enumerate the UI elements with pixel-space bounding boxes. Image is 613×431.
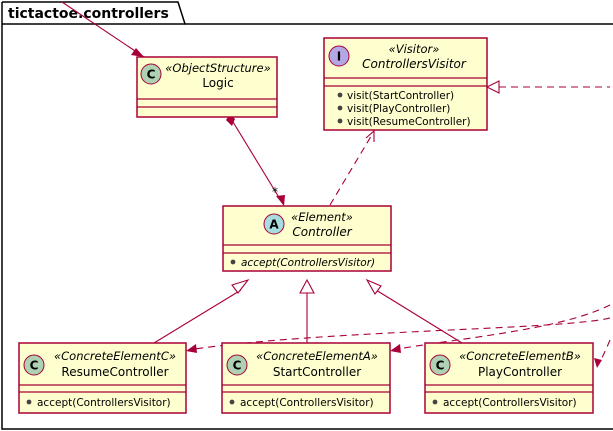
abstract-class-controller: A «Element» Controller accept(Controller… [222,205,392,272]
class-resume-controller: C «ConcreteElementC» ResumeController ac… [18,342,187,414]
class-stereotype: «Element» [291,210,353,224]
badge-letter: C [30,359,39,373]
class-badge-icon [23,354,45,376]
method: accept(ControllersVisitor) [241,257,375,269]
class-stereotype: «ObjectStructure» [165,61,270,75]
generalization-triangle-icon [365,278,382,295]
dependency-line [391,304,611,351]
class-stereotype: «ConcreteElementC» [54,349,176,363]
arrowhead-icon [131,48,144,57]
external-association-line [61,1,145,58]
method: visit(ResumeController) [347,116,471,128]
package-name: tictactoe.controllers [8,6,169,22]
arrowhead-icon [390,344,401,353]
class-stereotype: «ConcreteElementA» [256,349,378,363]
generalization-line [153,289,242,344]
open-arrowhead-icon [365,129,375,142]
multiplicity-label: * [272,185,278,199]
class-badge-icon [226,354,248,376]
class-logic: C «ObjectStructure» Logic [136,56,278,118]
generalization-triangle-icon [299,278,315,294]
method: accept(ControllersVisitor) [240,397,374,409]
arrowhead-icon [186,344,197,353]
method: visit(StartController) [347,90,454,102]
class-name: ControllersVisitor [362,57,467,71]
class-stereotype: «Visitor» [389,42,440,56]
badge-letter: C [147,68,156,82]
class-badge-icon [140,63,162,85]
abstract-badge-icon [263,213,285,235]
interface-controllers-visitor: I «Visitor» ControllersVisitor visit(Sta… [323,37,488,131]
class-play-controller: C «ConcreteElementB» PlayController acce… [424,342,594,414]
class-name: ResumeController [61,365,168,379]
badge-letter: I [337,50,341,64]
dependency-line [329,132,374,206]
badge-letter: C [233,359,242,373]
class-stereotype: «ConcreteElementB» [459,349,581,363]
method: accept(ControllersVisitor) [443,397,577,409]
class-name: PlayController [478,365,562,379]
badge-letter: C [436,359,445,373]
class-start-controller: C «ConcreteElementA» StartController acc… [221,342,391,414]
composition-line [229,116,284,205]
method: visit(PlayController) [347,103,450,115]
interface-badge-icon [328,45,350,67]
arrowhead-icon [594,358,602,368]
class-name: Controller [292,225,352,239]
class-badge-icon [429,354,451,376]
generalization-line [375,289,463,344]
class-name: Logic [202,76,233,90]
realization-triangle-icon [485,80,500,94]
arrowhead-icon [276,195,285,206]
class-name: StartController [273,365,361,379]
method: accept(ControllersVisitor) [37,397,171,409]
generalization-triangle-icon [231,278,250,294]
badge-letter: A [269,218,279,232]
